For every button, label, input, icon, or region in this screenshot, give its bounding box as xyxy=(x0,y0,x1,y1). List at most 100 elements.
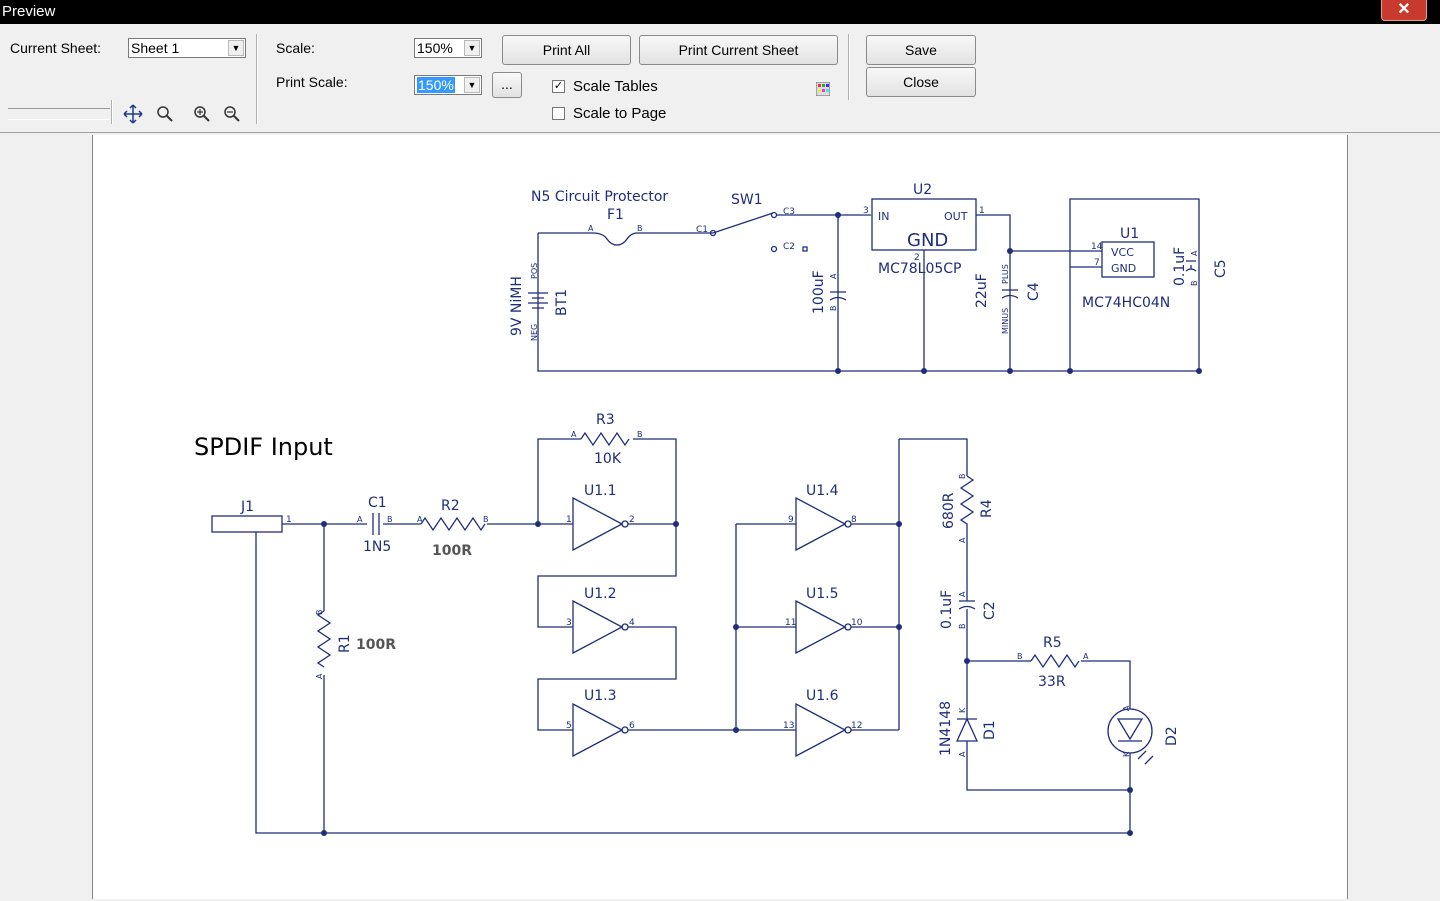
zoom-in-icon[interactable] xyxy=(191,103,213,125)
save-button[interactable]: Save xyxy=(866,35,976,65)
u15-pin-10: 10 xyxy=(851,618,863,628)
window-close-button[interactable]: ✕ xyxy=(1381,0,1427,21)
d1-pin-k: K xyxy=(958,707,967,713)
u2-in-label: IN xyxy=(878,210,889,223)
print-scale-select[interactable]: 150% ▼ xyxy=(414,75,482,95)
d1-pin-a: A xyxy=(958,751,967,757)
print-scale-value[interactable]: 150% xyxy=(417,77,455,93)
zoom-out-icon[interactable] xyxy=(221,103,243,125)
c5-pin-b: B xyxy=(1190,281,1199,287)
print-current-sheet-button[interactable]: Print Current Sheet xyxy=(639,35,838,65)
j1-label: J1 xyxy=(240,499,254,515)
u1-pin-14: 14 xyxy=(1091,242,1103,252)
r4-pin-b: B xyxy=(958,474,967,480)
print-all-button[interactable]: Print All xyxy=(502,35,631,65)
close-button[interactable]: Close xyxy=(866,67,976,97)
u13-pin-5: 5 xyxy=(566,721,572,731)
c4-label: C4 xyxy=(1026,282,1042,301)
title-bar: Preview ✕ xyxy=(0,0,1440,24)
current-sheet-value: Sheet 1 xyxy=(131,40,180,56)
u2-pin-3: 3 xyxy=(863,206,869,216)
u2-pin-1: 1 xyxy=(979,206,985,216)
print-scale-label: Print Scale: xyxy=(276,74,348,90)
zoom-slider-track[interactable] xyxy=(8,108,110,120)
current-sheet-label: Current Sheet: xyxy=(10,40,102,56)
cap-100uf: 100uF xyxy=(811,270,827,314)
f1-pin-b: B xyxy=(637,224,643,233)
r4-value: 680R xyxy=(941,492,957,529)
chevron-down-icon[interactable]: ▼ xyxy=(464,77,480,93)
scale-tables-label[interactable]: Scale Tables xyxy=(573,78,658,95)
d2-label: D2 xyxy=(1164,726,1180,746)
preview-viewport: N5 Circuit Protector F1 SW1 C1 C3 C2 A B… xyxy=(0,132,1440,901)
divider xyxy=(848,34,850,100)
scale-label: Scale: xyxy=(276,40,315,56)
d1-value: 1N4148 xyxy=(938,701,954,756)
r3-pin-b: B xyxy=(637,430,643,439)
f1-label: F1 xyxy=(607,207,624,223)
r1-value: 100R xyxy=(356,637,396,653)
color-palette-icon[interactable] xyxy=(815,81,831,97)
divider xyxy=(111,100,113,124)
scale-tables-checkbox[interactable]: ✓ xyxy=(552,80,565,93)
bt1-label: BT1 xyxy=(554,289,570,316)
sw-pin-c2: C2 xyxy=(783,242,795,252)
r5-pin-a: A xyxy=(1083,652,1089,661)
c1-pin-b: B xyxy=(387,515,393,524)
u1-pin-7: 7 xyxy=(1094,258,1100,268)
current-sheet-select[interactable]: Sheet 1 ▼ xyxy=(128,38,246,58)
print-scale-more-button[interactable]: ... xyxy=(492,72,522,98)
window-title: Preview xyxy=(2,3,56,20)
scale-select[interactable]: 150% ▼ xyxy=(414,38,482,58)
u12-pin-4: 4 xyxy=(629,618,635,628)
r2-pin-a: A xyxy=(417,515,423,524)
bt1-neg: NEG xyxy=(530,324,539,341)
u1-label: U1 xyxy=(1120,226,1139,242)
c5-label: C5 xyxy=(1213,259,1229,278)
cap-100uf-pin-a: A xyxy=(829,273,838,279)
cap-100uf-pin-b: B xyxy=(829,306,838,312)
c2-pin-b: B xyxy=(958,624,967,630)
scale-to-page-checkbox[interactable] xyxy=(552,107,565,120)
r4-pin-a: A xyxy=(958,537,967,543)
r3-pin-a: A xyxy=(571,430,577,439)
u2-out-label: OUT xyxy=(944,210,968,223)
schematic-title: SPDIF Input xyxy=(194,433,333,461)
c2-label: C2 xyxy=(982,601,998,620)
pan-icon[interactable] xyxy=(122,103,144,125)
schematic-page: N5 Circuit Protector F1 SW1 C1 C3 C2 A B… xyxy=(92,135,1348,899)
circuit-protector-label: N5 Circuit Protector xyxy=(531,189,668,205)
u1-part-label: MC74HC04N xyxy=(1082,295,1170,311)
u2-label: U2 xyxy=(913,182,932,198)
u15-label: U1.5 xyxy=(806,586,839,602)
c5-pin-a: A xyxy=(1190,250,1199,256)
r1-label: R1 xyxy=(337,634,353,653)
bt1-pos: POS xyxy=(530,263,539,279)
r1-pin-a: A xyxy=(315,673,324,679)
r2-value: 100R xyxy=(432,543,472,559)
close-icon[interactable]: ✕ xyxy=(1397,1,1411,18)
f1-pin-a: A xyxy=(588,224,594,233)
u11-label: U1.1 xyxy=(584,483,617,499)
chevron-down-icon[interactable]: ▼ xyxy=(228,40,244,56)
c4-plus: PLUS xyxy=(1001,264,1010,284)
u12-pin-3: 3 xyxy=(566,618,572,628)
c1-value: 1N5 xyxy=(363,539,391,555)
u13-label: U1.3 xyxy=(584,688,617,704)
u15-pin-11: 11 xyxy=(785,618,796,628)
c5-value: 0.1uF xyxy=(1172,247,1188,286)
u14-pin-9: 9 xyxy=(788,515,794,525)
zoom-window-icon[interactable] xyxy=(154,103,176,125)
u16-label: U1.6 xyxy=(806,688,839,704)
bt1-value: 9V NiMH xyxy=(509,276,525,336)
sw-pin-c3: C3 xyxy=(783,207,795,217)
r1-pin-b: B xyxy=(315,610,324,616)
u1-gnd-label: GND xyxy=(1111,262,1136,275)
d2-pin-a: A xyxy=(1122,705,1131,711)
r5-label: R5 xyxy=(1043,635,1062,651)
chevron-down-icon[interactable]: ▼ xyxy=(464,40,480,56)
scale-to-page-label[interactable]: Scale to Page xyxy=(573,105,667,122)
c4-minus: MINUS xyxy=(1001,308,1010,334)
c2-value: 0.1uF xyxy=(939,590,955,629)
scale-value: 150% xyxy=(417,40,453,56)
